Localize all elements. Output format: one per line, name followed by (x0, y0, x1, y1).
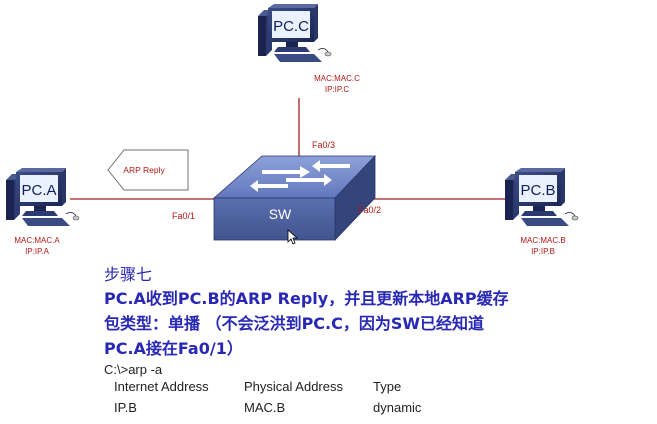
col-header-type: Type (373, 379, 402, 394)
pc-a-ip: IP:IP.A (25, 247, 49, 256)
step-title: 步骤七 (104, 265, 153, 284)
pc-b-ip: IP:IP.B (531, 247, 555, 256)
arp-row-physical-address: MAC.B (244, 400, 286, 415)
pc-a: PC.A (5, 167, 80, 227)
explanation-line-3: PC.A接在Fa0/1） (104, 339, 243, 358)
col-header-physical-address: Physical Address (244, 379, 343, 394)
cursor-icon (287, 229, 299, 245)
pc-b-mac: MAC:MAC.B (520, 236, 566, 245)
pc-c-label: PC.C (273, 18, 309, 35)
arp-row-internet-address: IP.B (114, 400, 137, 415)
arp-reply-tag: ARP Reply (107, 149, 189, 191)
pc-c-mac: MAC:MAC.C (314, 74, 360, 83)
pc-a-mac: MAC:MAC.A (14, 236, 60, 245)
port-fa0-2: Fa0/2 (358, 205, 382, 215)
port-fa0-3: Fa0/3 (312, 140, 336, 150)
explanation-line-2: 包类型：单播 （不会泛洪到PC.C，因为SW已经知道 (104, 314, 485, 333)
pc-c: PC.C (257, 3, 332, 63)
pc-b: PC.B (504, 167, 579, 227)
switch-label: SW (269, 206, 292, 222)
arp-row-type: dynamic (373, 400, 422, 415)
port-fa0-1: Fa0/1 (172, 211, 196, 221)
arp-command: C:\>arp -a (104, 362, 163, 377)
pc-a-label: PC.A (21, 182, 56, 199)
switch-sw: SW (212, 155, 376, 241)
pc-b-label: PC.B (520, 182, 555, 199)
switch-arrows-icon (250, 160, 350, 192)
arp-reply-label: ARP Reply (123, 165, 165, 175)
col-header-internet-address: Internet Address (114, 379, 209, 394)
explanation-line-1: PC.A收到PC.B的ARP Reply，并且更新本地ARP缓存 (104, 289, 509, 308)
pc-c-ip: IP:IP.C (324, 85, 350, 94)
